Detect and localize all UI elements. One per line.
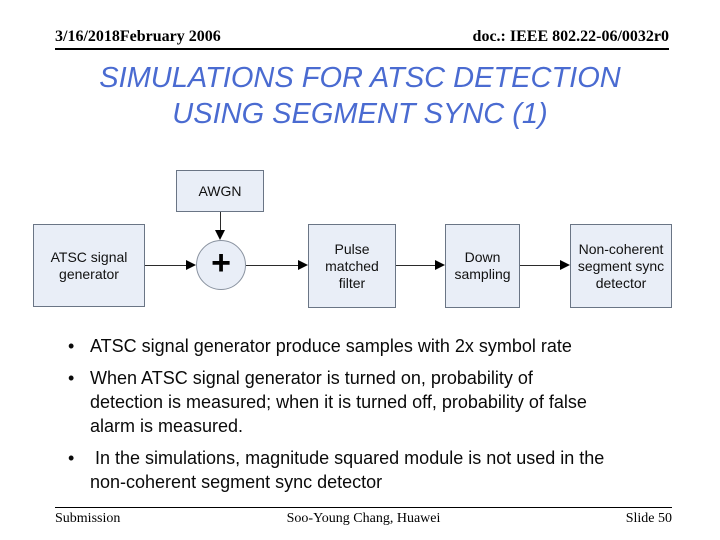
arrow-right-icon	[435, 260, 445, 270]
header: 3/16/2018February 2006 doc.: IEEE 802.22…	[55, 28, 669, 46]
diagram-box-noncoherent-detector: Non-coherent segment sync detector	[570, 224, 672, 308]
bullet-line: ATSC signal generator produce samples wi…	[90, 336, 572, 356]
bullet-line: detection is measured; when it is turned…	[90, 392, 587, 412]
bullet-text: ATSC signal generator produce samples wi…	[90, 334, 572, 358]
diagram-box-pulse-matched-filter: Pulse matched filter	[308, 224, 396, 308]
page-title-line1: SIMULATIONS FOR ATSC DETECTION	[99, 62, 621, 94]
bullet-line: When ATSC signal generator is turned on,…	[90, 368, 533, 388]
header-doc-number: doc.: IEEE 802.22-06/0032r0	[472, 28, 669, 45]
connector-line	[220, 212, 221, 231]
diagram-adder-node: +	[196, 240, 246, 290]
connector-line	[520, 265, 560, 266]
arrow-down-icon	[215, 230, 225, 240]
list-item: • In the simulations, magnitude squared …	[55, 446, 679, 494]
diagram-box-down-sampling: Down sampling	[445, 224, 520, 308]
bullet-icon: •	[68, 336, 75, 356]
bullet-icon: •	[68, 368, 75, 388]
bullet-text: In the simulations, magnitude squared mo…	[90, 446, 604, 494]
footer-author: Soo-Young Chang, Huawei	[286, 511, 441, 526]
arrow-right-icon	[298, 260, 308, 270]
list-item: • When ATSC signal generator is turned o…	[55, 366, 679, 438]
bullet-text: When ATSC signal generator is turned on,…	[90, 366, 587, 438]
header-divider	[55, 48, 669, 50]
footer-submission: Submission	[55, 511, 121, 526]
bullet-icon: •	[68, 448, 75, 468]
footer-divider	[55, 507, 672, 508]
arrow-right-icon	[186, 260, 196, 270]
bullet-line: In the simulations, magnitude squared mo…	[90, 448, 605, 468]
connector-line	[145, 265, 186, 266]
bullet-list: • ATSC signal generator produce samples …	[55, 334, 679, 502]
bullet-line: alarm is measured.	[90, 416, 244, 436]
header-date: 3/16/2018February 2006	[55, 28, 221, 45]
diagram-box-awgn: AWGN	[176, 170, 264, 212]
bullet-line: non-coherent segment sync detector	[90, 472, 383, 492]
connector-line	[246, 265, 298, 266]
footer-slide-number: Slide 50	[625, 511, 672, 526]
page-title-line2: USING SEGMENT SYNC (1)	[172, 98, 548, 130]
list-item: • ATSC signal generator produce samples …	[55, 334, 679, 358]
page-title: SIMULATIONS FOR ATSC DETECTION USING SEG…	[0, 60, 720, 132]
diagram-box-atsc-signal-generator: ATSC signal generator	[33, 224, 145, 307]
connector-line	[396, 265, 435, 266]
arrow-right-icon	[560, 260, 570, 270]
